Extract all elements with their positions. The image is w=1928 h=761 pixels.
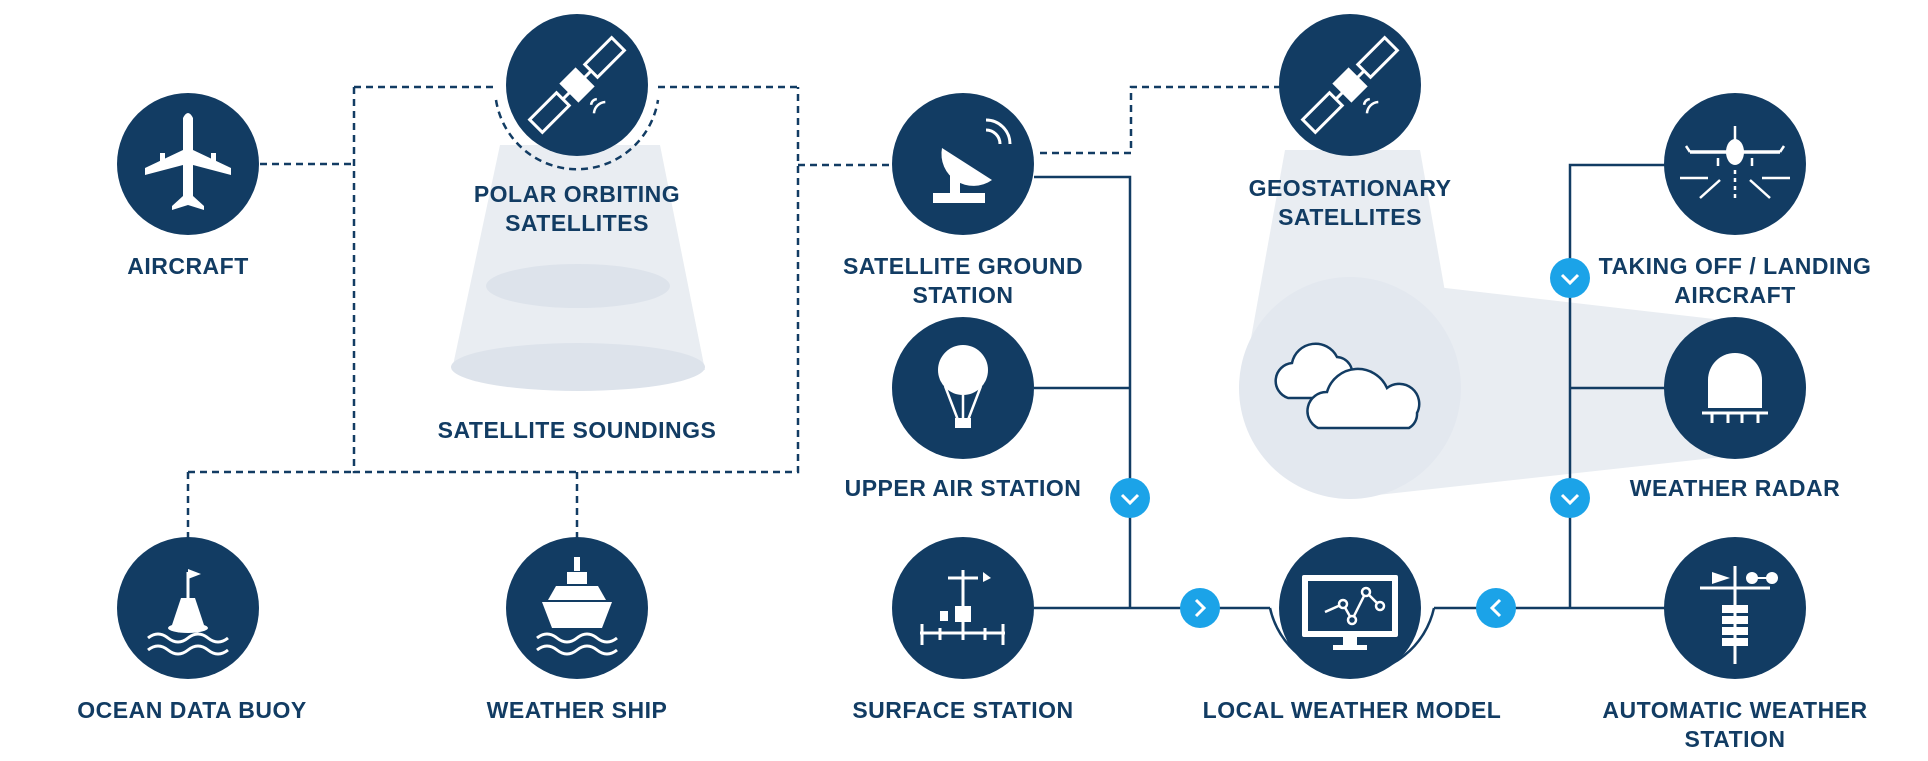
weather-mast-icon (920, 570, 1005, 645)
chevron-right-icon (1194, 598, 1207, 618)
chevron-down-icon (1560, 493, 1580, 506)
surface-station-label: SURFACE STATION (852, 697, 1074, 723)
weather-ship-label: WEATHER SHIP (486, 697, 668, 723)
dashed-links (186, 85, 1285, 538)
ground-station-label: SATELLITE GROUND STATION (842, 253, 1084, 308)
anemometer-icon (1700, 566, 1778, 664)
weather-radar-label: WEATHER RADAR (1629, 475, 1841, 501)
satellite-soundings-label: SATELLITE SOUNDINGS (437, 417, 717, 443)
weather-balloon-icon (938, 345, 988, 428)
aircraft-label: AIRCRAFT (127, 253, 249, 279)
flow-marker-left (1476, 588, 1516, 628)
local-weather-model-label: LOCAL WEATHER MODEL (1202, 697, 1502, 723)
node-circles (117, 14, 1806, 679)
buoy-icon (147, 569, 229, 656)
flow-marker-down (1550, 258, 1590, 298)
radar-dome-icon (1702, 353, 1768, 423)
chevron-down-icon (1560, 273, 1580, 286)
airplane-landing-icon (1680, 126, 1790, 202)
satellite-icon (1300, 35, 1400, 135)
takeoff-landing-label: TAKING OFF / LANDING AIRCRAFT (1598, 253, 1872, 308)
ocean-data-buoy-label: OCEAN DATA BUOY (77, 697, 307, 723)
chevron-down-icon (1120, 493, 1140, 506)
cloud-icon (1274, 342, 1421, 430)
chevron-left-icon (1489, 598, 1502, 618)
geostationary-satellites-label: GEOSTATIONARY SATELLITES (1248, 175, 1452, 230)
ship-icon (536, 557, 618, 656)
flow-marker-right (1180, 588, 1220, 628)
flow-marker-down (1110, 478, 1150, 518)
polar-satellite-beam (451, 145, 705, 391)
polar-satellites-label: POLAR ORBITING SATELLITES (473, 181, 681, 236)
automatic-weather-station-label: AUTOMATIC WEATHER STATION (1602, 697, 1868, 752)
upper-air-station-label: UPPER AIR STATION (844, 475, 1082, 501)
satellite-dish-icon (933, 118, 1012, 203)
airplane-icon (145, 113, 231, 210)
satellite-icon (527, 35, 627, 135)
flow-marker-down (1550, 478, 1590, 518)
monitor-graph-icon (1302, 575, 1398, 650)
